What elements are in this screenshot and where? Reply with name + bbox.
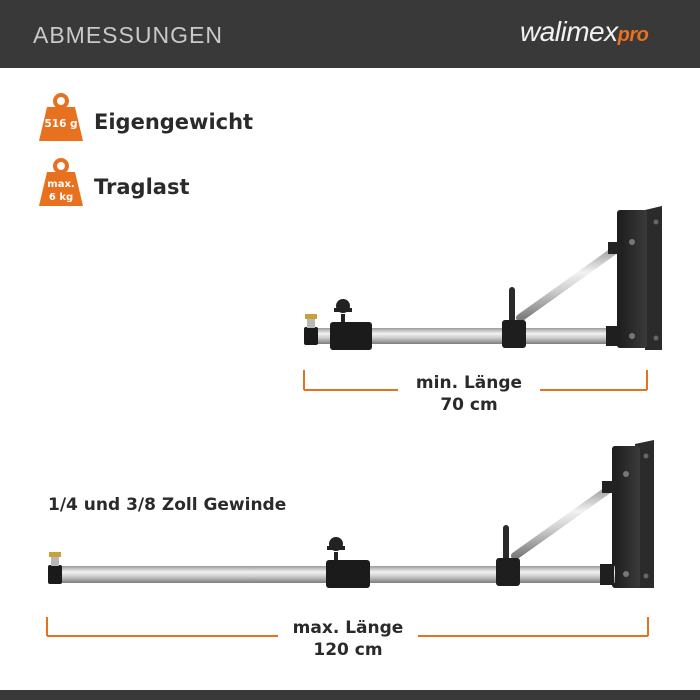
footer-bar: [0, 690, 700, 700]
strut: [511, 483, 616, 560]
wall-arm-min: [304, 206, 662, 350]
max-length-value: 120 cm: [313, 640, 383, 660]
wall-arm-max: [48, 440, 654, 588]
thread-label: 1/4 und 3/8 Zoll Gewinde: [48, 495, 287, 515]
main-tube: [310, 328, 620, 344]
strut: [516, 244, 622, 322]
weight-icon-text: 6 kg: [49, 192, 73, 203]
weight-icon-text: max.: [47, 179, 74, 190]
page-title: ABMESSUNGEN: [33, 22, 223, 48]
weight-icon: max. 6 kg: [39, 158, 83, 206]
brand-logo: walimexpro: [520, 16, 649, 48]
spec-label-load-capacity: Traglast: [94, 175, 190, 199]
min-length-value: 70 cm: [440, 395, 498, 415]
dimension-line-min: [303, 370, 648, 391]
max-length-label: max. Länge: [292, 618, 404, 638]
weight-icon: 516 g: [39, 93, 83, 141]
wall-plate-front: [612, 446, 640, 588]
weight-icon-text: 516 g: [44, 118, 77, 130]
wall-plate-front: [617, 210, 647, 348]
brand-name: walimex: [520, 16, 618, 47]
tube-clamp: [330, 322, 372, 350]
brand-suffix: pro: [617, 24, 649, 46]
tube-clamp: [326, 560, 370, 588]
spec-label-own-weight: Eigengewicht: [94, 110, 254, 134]
dimension-label-min: min. Länge 70 cm: [399, 372, 539, 416]
min-length-label: min. Länge: [415, 373, 523, 393]
dimension-line-max: [46, 617, 649, 637]
dimension-label-max: max. Länge 120 cm: [278, 617, 418, 661]
wall-plate-back: [645, 206, 662, 350]
header-bar: ABMESSUNGEN walimexpro: [0, 0, 700, 68]
